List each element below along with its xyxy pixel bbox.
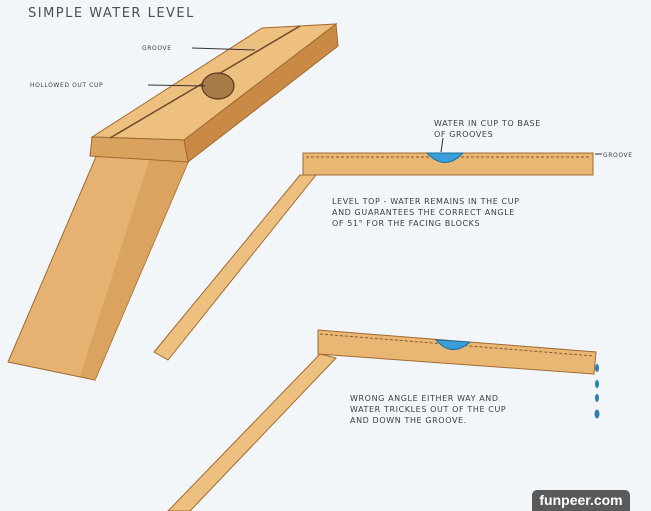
hollowed-cup-label: HOLLOWED OUT CUP bbox=[30, 82, 104, 89]
hollowed-cup bbox=[201, 72, 235, 100]
leg-board bbox=[167, 353, 337, 511]
water-drops-icon bbox=[594, 364, 600, 419]
water-in-cup-label: WATER IN CUP TO BASE OF GROOVES bbox=[434, 119, 541, 139]
assembled-level-drawing bbox=[7, 23, 339, 381]
wrong-angle-drawing bbox=[167, 329, 600, 511]
water-cup bbox=[425, 152, 465, 163]
leg-board bbox=[153, 174, 318, 361]
level-top-drawing bbox=[153, 137, 602, 361]
groove-side-label: GROOVE bbox=[603, 152, 633, 159]
page-title: SIMPLE WATER LEVEL bbox=[28, 6, 195, 21]
watermark: funpeer.com bbox=[532, 490, 630, 511]
wrong-angle-caption: WRONG ANGLE EITHER WAY AND WATER TRICKLE… bbox=[350, 394, 507, 425]
level-top-caption: LEVEL TOP - WATER REMAINS IN THE CUP AND… bbox=[332, 197, 520, 228]
level-bar bbox=[317, 329, 597, 375]
water-cup bbox=[434, 339, 472, 350]
top-board-front bbox=[89, 136, 189, 163]
groove-label: GROOVE bbox=[142, 45, 172, 52]
